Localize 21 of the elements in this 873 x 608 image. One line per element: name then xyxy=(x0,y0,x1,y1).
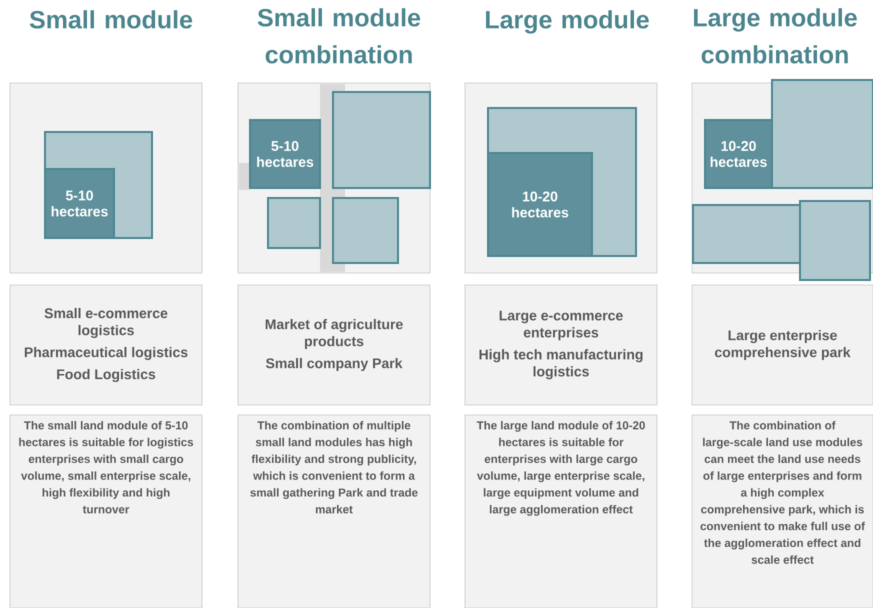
column-heading: Small module combination xyxy=(258,8,420,64)
description-box: The combination of multiple small land modules has high flexibility and strong publicity, which is convenient to form a small gathering Park and trade market xyxy=(238,414,430,608)
land-plot: 5-10 hectares xyxy=(249,119,321,189)
use-case-box: Market of agriculture products Small company Park xyxy=(238,284,430,406)
use-case-box: Large enterprise comprehensive park xyxy=(692,284,873,406)
description-box: The small land module of 5-10 hectares is suitable for logistics enterprises with small cargo volume, small enterprise scale, high flexibility and high turnover xyxy=(10,414,202,608)
land-plot xyxy=(692,204,801,264)
land-plot: 10-20 hectares xyxy=(704,119,773,189)
land-plot xyxy=(332,197,399,264)
land-plot: 10-20 hectares xyxy=(487,152,593,257)
column-heading: Large module combination xyxy=(694,8,857,64)
land-plot xyxy=(799,200,871,281)
column-heading: Small module xyxy=(30,10,192,29)
column-heading: Large module xyxy=(486,10,649,34)
use-case-box: Large e-commerce enterprises High tech manufacturing logistics xyxy=(464,284,658,406)
land-plot: 5-10 hectares xyxy=(44,168,115,239)
use-case-box: Small e-commerce logistics Pharmaceutical logistics Food Logistics xyxy=(10,284,202,406)
land-plot xyxy=(332,91,431,189)
land-plot xyxy=(267,197,321,249)
description-box: The combination of large-scale land use modules can meet the land use needs of large enterprises and form a high complex comprehensive park, which is convenient to make full use of the agglomeration effect and scale effect xyxy=(692,414,873,608)
description-box: The large land module of 10-20 hectares is suitable for enterprises with large cargo volume, large enterprise scale, large equipment volume and large agglomeration effect xyxy=(464,414,658,608)
